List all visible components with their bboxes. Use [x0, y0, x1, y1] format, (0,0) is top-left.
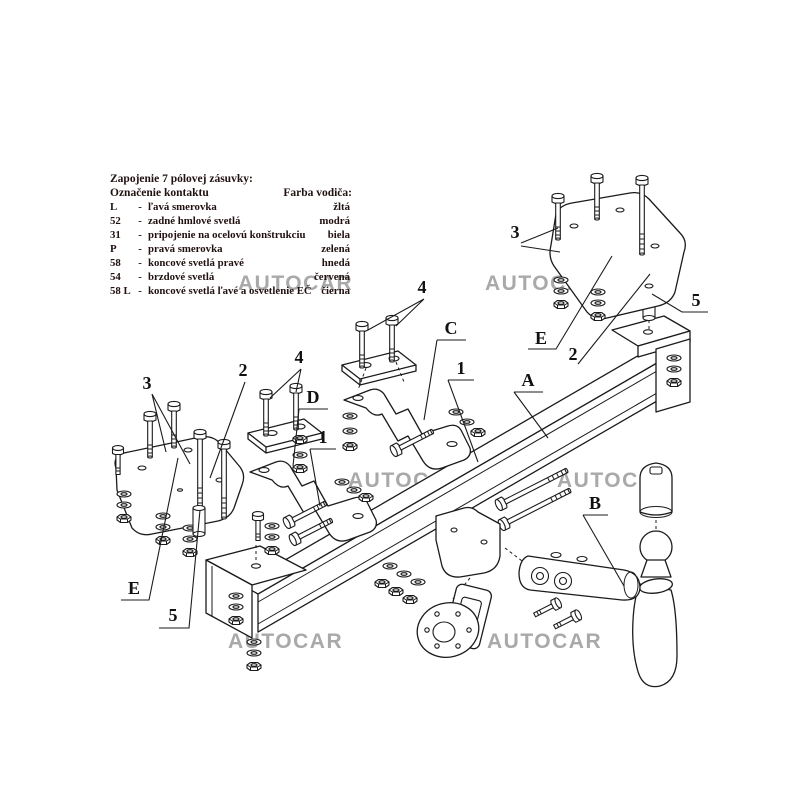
- contact-desc: zadné hmlové svetlá: [148, 215, 241, 227]
- legend-col-contact: Označenie kontaktu: [110, 187, 209, 199]
- contact-desc: pripojenie na ocelovú konštrukciu: [148, 229, 305, 241]
- contact-desc: koncové svetlá pravé: [148, 257, 244, 269]
- wire-color: zelená: [321, 243, 350, 255]
- dash: -: [138, 215, 142, 227]
- towball-assembly: [518, 462, 678, 688]
- legend-row: 52 - zadné hmlové svetlá modrá: [110, 215, 351, 227]
- contact-id: 31: [110, 229, 121, 241]
- label-5-left: 5: [169, 605, 178, 625]
- legend-row: 31 - pripojenie na ocelovú konštrukciu b…: [110, 229, 351, 241]
- watermark-text: AUTOCAR: [487, 630, 602, 653]
- legend-row: 58 L - koncové svetlá ľavé a osvetlenie …: [110, 284, 351, 297]
- contact-id: P: [110, 243, 117, 255]
- label-2-right: 2: [569, 344, 578, 364]
- contact-id: 58: [110, 257, 121, 269]
- tow-ball: [639, 530, 673, 578]
- dash: -: [138, 201, 142, 213]
- wire-color: hnedá: [322, 257, 351, 269]
- watermark-text: AUTOCAR: [228, 630, 343, 653]
- part-labels: 3 2 E 5 4 C 1 A 4 D 1 2 3 E 5 B: [128, 222, 701, 625]
- legend-row: L - ľavá smerovka žltá: [110, 201, 351, 213]
- contact-desc: ľavá smerovka: [148, 201, 217, 213]
- dash: -: [138, 285, 142, 297]
- legend-row: P - pravá smerovka zelená: [110, 243, 351, 255]
- contact-desc: pravá smerovka: [148, 243, 223, 255]
- label-4-left: 4: [295, 347, 304, 367]
- label-2-left: 2: [239, 360, 248, 380]
- wiring-legend: Zapojenie 7 pólovej zásuvky: Označenie k…: [110, 173, 352, 297]
- wire-color: modrá: [319, 215, 350, 227]
- centre-hardware: [374, 464, 574, 658]
- label-5-right: 5: [692, 290, 701, 310]
- socket-plate: [416, 583, 493, 658]
- contact-id: 54: [110, 271, 121, 283]
- wire-color: biela: [328, 229, 351, 241]
- watermark-text: AUTOCAR: [238, 272, 353, 295]
- left-end-bracket: [205, 511, 307, 671]
- ball-cover-cap: [639, 462, 673, 518]
- wire-color: žltá: [333, 201, 350, 213]
- legend-title: Zapojenie 7 pólovej zásuvky:: [110, 173, 253, 185]
- legend-row: 58 - koncové svetlá pravé hnedá: [110, 257, 351, 269]
- contact-desc: brzdové svetlá: [148, 271, 215, 283]
- label-3-right: 3: [511, 222, 520, 242]
- dash: -: [138, 243, 142, 255]
- dash: -: [138, 257, 142, 269]
- underside-bracket: [435, 506, 501, 578]
- right-end-bracket: [611, 254, 691, 413]
- label-1-right: 1: [457, 358, 466, 378]
- legend-row: 54 - brzdové svetlá červená: [110, 271, 351, 283]
- leader-lines: [121, 227, 708, 629]
- contact-id: 58 L: [110, 285, 131, 297]
- contact-desc: koncové svetlá ľavé a osvetlenie EČ: [148, 284, 312, 297]
- label-3-left: 3: [143, 373, 152, 393]
- wire-color: červená: [314, 271, 351, 283]
- dash: -: [138, 229, 142, 241]
- label-a: A: [522, 370, 535, 390]
- label-e-left: E: [128, 578, 140, 598]
- label-c: C: [445, 318, 458, 338]
- label-1-left: 1: [319, 427, 328, 447]
- saddle-bracket-d: [247, 382, 378, 548]
- contact-id: 52: [110, 215, 121, 227]
- label-b: B: [589, 493, 601, 513]
- contact-id: L: [110, 201, 117, 213]
- mounting-plate-left: [111, 400, 280, 556]
- label-4-centre: 4: [418, 277, 427, 297]
- saddle-bracket-c: [341, 314, 486, 470]
- legend-col-color: Farba vodiča:: [283, 187, 352, 199]
- dash: -: [138, 271, 142, 283]
- label-d: D: [307, 387, 320, 407]
- neck-and-body: [518, 551, 678, 688]
- label-e-right: E: [535, 328, 547, 348]
- mounting-plate-right: [549, 172, 686, 320]
- wire-color: čierna: [321, 285, 350, 297]
